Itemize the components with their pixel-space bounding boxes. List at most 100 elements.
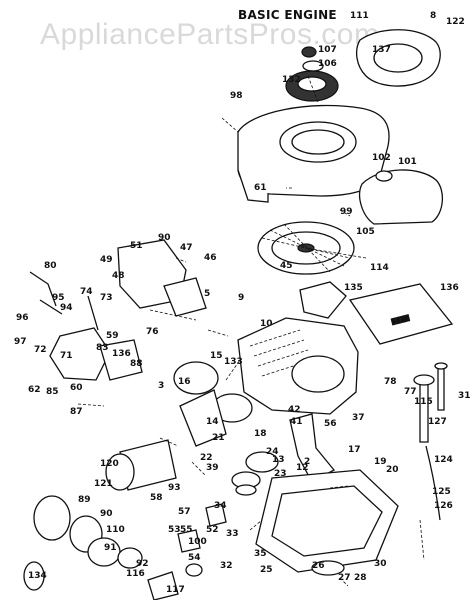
part-label-126: 126 [434,501,453,511]
part-label-5: 5 [204,289,210,299]
part-label-99: 99 [340,207,353,217]
part-label-125: 125 [432,487,451,497]
part-label-98: 98 [230,91,243,101]
part-label-96: 96 [16,313,29,323]
governor-parts [177,503,227,577]
part-label-52: 52 [206,525,219,535]
part-label-107: 107 [318,45,337,55]
part-label-55: 55 [180,525,193,535]
part-label-135: 135 [344,283,363,293]
part-label-74: 74 [80,287,93,297]
part-label-54: 54 [188,553,201,563]
part-label-8: 8 [430,11,436,21]
part-label-106: 106 [318,59,337,69]
part-label-134: 134 [28,571,47,581]
part-label-45: 45 [280,261,293,271]
part-label-27: 27 [338,573,351,583]
part-label-47: 47 [180,243,193,253]
cylinder-block [237,317,359,415]
part-label-101: 101 [398,157,417,167]
part-label-137: 137 [372,45,391,55]
part-label-15: 15 [210,351,223,361]
part-label-80: 80 [44,261,57,271]
part-label-9: 9 [238,293,244,303]
part-label-133: 133 [224,357,243,367]
watermark: AppliancePartsPros.com [40,18,380,51]
part-label-18: 18 [254,429,267,439]
part-label-105: 105 [356,227,375,237]
part-label-89: 89 [78,495,91,505]
part-label-122: 122 [446,17,465,27]
part-label-31: 31 [458,391,471,401]
part-label-110: 110 [106,525,125,535]
part-label-60: 60 [70,383,83,393]
part-label-30: 30 [374,559,387,569]
part-label-24: 24 [266,447,279,457]
muffler [359,169,443,225]
part-label-72: 72 [34,345,47,355]
carburetor [49,327,143,381]
part-label-23: 23 [274,469,287,479]
part-label-100: 100 [188,537,207,547]
part-label-87: 87 [70,407,83,417]
piston-assembly [173,361,253,447]
part-label-2: 2 [304,457,310,467]
part-label-121: 121 [94,479,113,489]
part-label-37: 37 [352,413,365,423]
part-label-92: 92 [136,559,149,569]
part-label-71: 71 [60,351,73,361]
part-label-46: 46 [204,253,217,263]
part-label-95: 95 [52,293,65,303]
part-label-3: 3 [158,381,164,391]
part-label-49: 49 [100,255,113,265]
part-label-90: 90 [100,509,113,519]
part-label-56: 56 [324,419,337,429]
part-label-61: 61 [254,183,267,193]
electric-starter [23,439,179,600]
part-label-94: 94 [60,303,73,313]
diagram-title: BASIC ENGINE [238,8,337,22]
part-label-16: 16 [178,377,191,387]
part-label-83: 83 [96,343,109,353]
part-label-73: 73 [100,293,113,303]
part-label-111: 111 [350,11,369,21]
part-label-53: 53 [168,525,181,535]
leader-lines [77,75,425,587]
part-label-77: 77 [404,387,417,397]
part-label-115: 115 [414,397,433,407]
part-label-117: 117 [166,585,185,595]
part-label-34: 34 [214,501,227,511]
governor-linkage [29,271,99,331]
part-label-58: 58 [150,493,163,503]
part-label-90: 90 [158,233,171,243]
part-label-97: 97 [14,337,27,347]
part-label-28: 28 [354,573,367,583]
camshaft [245,451,279,473]
part-label-26: 26 [312,561,325,571]
part-label-124: 124 [434,455,453,465]
part-label-14: 14 [206,417,219,427]
part-label-12: 12 [296,463,309,473]
part-label-51: 51 [130,241,143,251]
part-label-39: 39 [206,463,219,473]
part-label-21: 21 [212,433,225,443]
part-label-136: 136 [440,283,459,293]
part-label-120: 120 [100,459,119,469]
part-label-62: 62 [28,385,41,395]
part-label-33: 33 [226,529,239,539]
part-label-91: 91 [104,543,117,553]
part-label-48: 48 [112,271,125,281]
part-label-25: 25 [260,565,273,575]
rope-starter [301,29,441,87]
oil-fill-tube [413,374,441,521]
part-label-116: 116 [126,569,145,579]
part-label-85: 85 [46,387,59,397]
part-label-22: 22 [200,453,213,463]
part-label-35: 35 [254,549,267,559]
dipstick [434,362,448,411]
part-label-41: 41 [290,417,303,427]
part-label-17: 17 [348,445,361,455]
part-label-136: 136 [112,349,131,359]
part-label-20: 20 [386,465,399,475]
